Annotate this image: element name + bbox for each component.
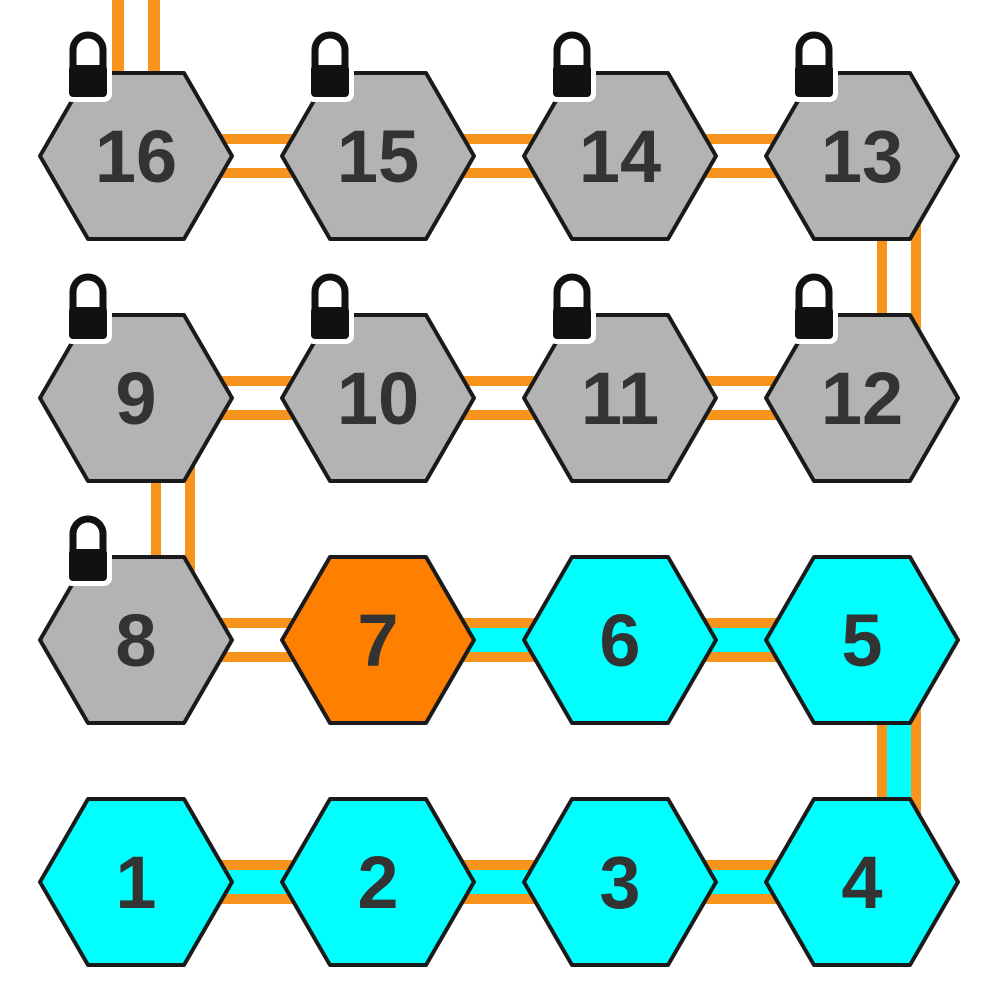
level-15-node: 15: [280, 28, 476, 241]
hexagon-tile: [764, 555, 960, 725]
level-6-node[interactable]: 6: [522, 555, 718, 725]
hexagon-tile: [38, 797, 234, 967]
level-9-node: 9: [38, 270, 234, 483]
level-number: 16: [95, 115, 177, 198]
level-16-node: 16: [38, 28, 234, 241]
hexagon-tile: [280, 555, 476, 725]
level-number: 10: [337, 357, 419, 440]
lock-icon: [790, 270, 838, 344]
level-number: 13: [821, 115, 903, 198]
level-7-node[interactable]: 7: [280, 555, 476, 725]
level-number: 1: [115, 841, 156, 924]
level-3-node[interactable]: 3: [522, 797, 718, 967]
hexagon-tile: [764, 797, 960, 967]
level-number: 15: [337, 115, 419, 198]
level-number: 6: [599, 599, 640, 682]
hexagon-tile: [280, 797, 476, 967]
hexagon-tile: [522, 797, 718, 967]
level-number: 14: [579, 115, 661, 198]
level-number: 2: [357, 841, 398, 924]
level-number: 11: [581, 357, 659, 440]
level-number: 12: [821, 357, 903, 440]
hexagon-tile: [522, 555, 718, 725]
lock-icon: [548, 270, 596, 344]
level-5-node[interactable]: 5: [764, 555, 960, 725]
lock-icon: [64, 270, 112, 344]
lock-icon: [306, 270, 354, 344]
level-13-node: 13: [764, 28, 960, 241]
level-11-node: 11: [522, 270, 718, 483]
level-12-node: 12: [764, 270, 960, 483]
level-number: 9: [115, 357, 156, 440]
level-2-node[interactable]: 2: [280, 797, 476, 967]
level-10-node: 10: [280, 270, 476, 483]
lock-icon: [64, 512, 112, 586]
lock-icon: [306, 28, 354, 102]
lock-icon: [548, 28, 596, 102]
level-number: 5: [841, 599, 882, 682]
level-number: 3: [599, 841, 640, 924]
level-number: 7: [357, 599, 398, 682]
level-8-node: 8: [38, 512, 234, 725]
lock-icon: [64, 28, 112, 102]
level-14-node: 14: [522, 28, 718, 241]
level-number: 8: [115, 599, 156, 682]
lock-icon: [790, 28, 838, 102]
level-4-node[interactable]: 4: [764, 797, 960, 967]
level-number: 4: [841, 841, 882, 924]
level-1-node[interactable]: 1: [38, 797, 234, 967]
